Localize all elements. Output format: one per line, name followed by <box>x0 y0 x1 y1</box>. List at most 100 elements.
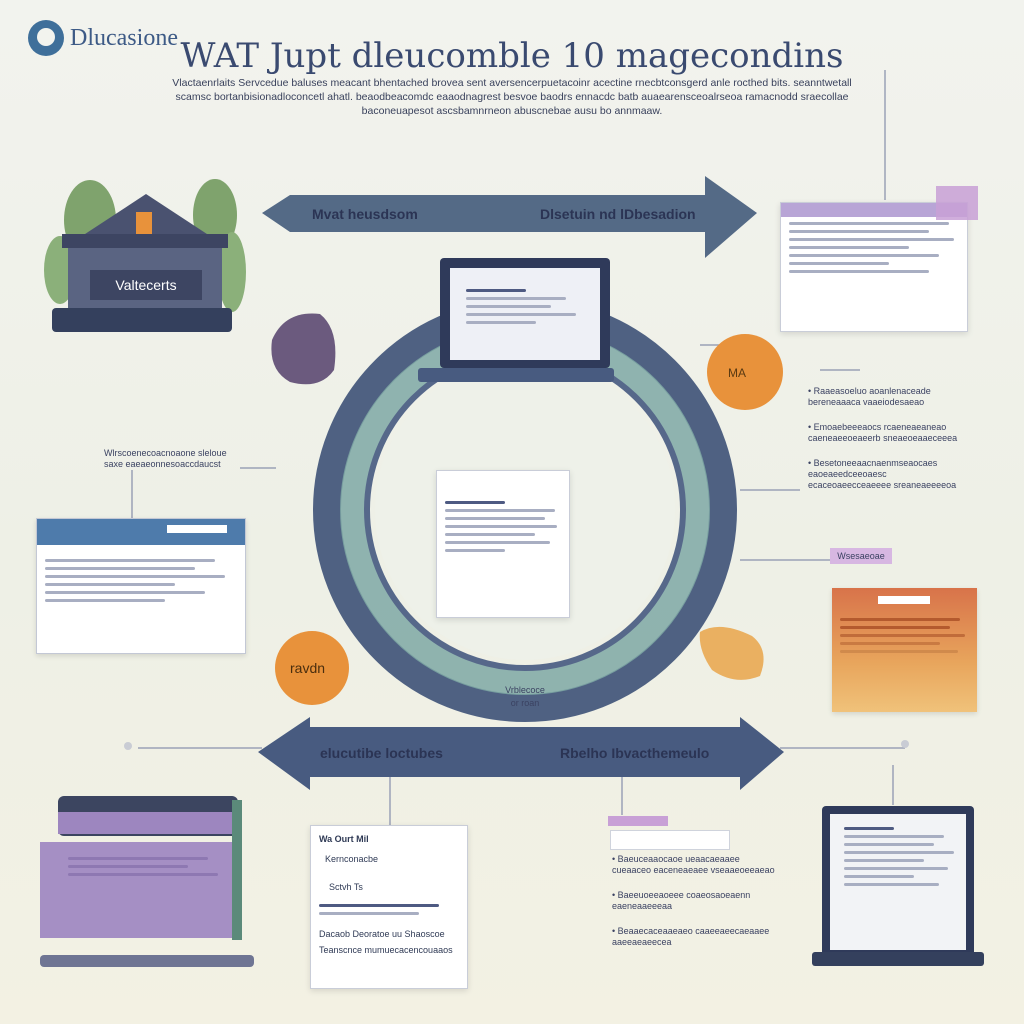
card-line <box>45 559 215 562</box>
laptop-top-screen <box>458 284 590 329</box>
doc-line <box>445 525 557 528</box>
doc-line <box>789 222 949 225</box>
left-note-line-2: saxe eaeaeonnesoaccdaucst <box>104 459 221 469</box>
screen-line <box>844 867 948 870</box>
bc-header: Wa Ourt Mil <box>319 834 369 844</box>
screen-line <box>844 851 954 854</box>
br-note-1: Baeuceaaocaoe ueaacaeaaee cueaaceo eacen… <box>612 854 780 876</box>
bottom-arrow-right-label: Rbelho Ibvacthemeulo <box>560 745 710 761</box>
screen-line <box>466 305 551 308</box>
folder-line <box>68 857 208 860</box>
card-line <box>840 642 940 645</box>
left-note-line-1: Wlrscoenecoacnoaone sleloue <box>104 448 227 458</box>
ring-caption-2: or roan <box>510 698 540 708</box>
card-line <box>840 626 950 629</box>
doc-line <box>445 549 505 552</box>
bc-foot-1: Dacaob Deoratoe uu Shaoscoe <box>319 929 445 939</box>
purple-blob <box>271 313 336 385</box>
doc-line <box>789 262 889 265</box>
right-note-2: Emoaebeeeaocs rcaeneaeaneao caeneaeeoeae… <box>808 422 958 444</box>
bottom-right-notes: Baeuceaaocaoe ueaacaeaaee cueaaceo eacen… <box>612 854 780 948</box>
br-note-2: Baeeuoeeaoeee coaeosaoeaenn eaeneaaeeeaa <box>612 890 780 912</box>
doc-header <box>781 203 967 217</box>
right-note-3: Besetoneeaacnaenmseaocaes eaoeaeedceeoae… <box>808 458 958 491</box>
ring-caption-1: Vrblecoce <box>505 685 545 695</box>
doc-line <box>789 246 909 249</box>
logo-text: Dlucasione <box>70 24 178 51</box>
orange-circle-top <box>707 334 783 410</box>
purple-tag: Wsesaeoae <box>830 548 892 564</box>
top-arrow-right-label: Dlsetuin nd lDbesadion <box>540 206 696 222</box>
house-label: Valtecerts <box>115 277 177 293</box>
top-right-document <box>780 202 968 332</box>
center-document <box>436 470 570 618</box>
folder-stack-lines <box>60 852 220 881</box>
doc-line <box>445 501 505 504</box>
doc-line <box>789 230 929 233</box>
bottom-arrow-left-label: elucutibe loctubes <box>320 745 443 761</box>
screen-line <box>844 859 924 862</box>
doc-line <box>789 238 954 241</box>
card-line <box>45 591 205 594</box>
card-header-pill <box>167 525 227 533</box>
screen-line <box>466 313 576 316</box>
doc-line <box>445 509 555 512</box>
logo: Dlucasione <box>28 20 178 56</box>
br-note-3: Beaaecaceaaeaeo caaeeaeecaeaaee aaeeaeae… <box>612 926 780 948</box>
screen-line <box>844 883 939 886</box>
orange-circle-left <box>275 631 349 705</box>
bottom-right-mini-card <box>610 830 730 850</box>
doc-line <box>445 541 550 544</box>
card-line <box>840 618 960 621</box>
left-blue-card <box>36 518 246 654</box>
logo-mark-icon <box>28 20 64 56</box>
orange-top-label: MA <box>728 366 746 380</box>
doc-line <box>445 533 535 536</box>
card-line <box>319 912 419 915</box>
folder-line <box>68 873 218 876</box>
doc-line <box>789 254 939 257</box>
card-line <box>840 650 958 653</box>
orange-card <box>832 588 977 712</box>
orange-shape <box>699 626 764 680</box>
card-line <box>840 634 965 637</box>
screen-line <box>466 321 536 324</box>
house-label-box: Valtecerts <box>90 270 202 300</box>
orange-left-label: ravdn <box>290 660 326 676</box>
card-line <box>45 583 175 586</box>
folder-stack <box>40 796 254 967</box>
orange-card-pill <box>878 596 930 604</box>
connector-lines <box>131 70 905 825</box>
bc-foot-2: Teanscnce mumuecacencouaaos <box>319 945 453 955</box>
purple-sticky <box>936 186 978 220</box>
bc-row: Sctvh Ts <box>329 882 363 892</box>
pink-tag <box>608 816 668 826</box>
top-arrow <box>262 176 757 258</box>
screen-line <box>466 297 566 300</box>
bottom-center-card: Wa Ourt Mil Kernconacbe Sctvh Ts Dacaob … <box>310 825 468 989</box>
card-line <box>45 575 225 578</box>
laptop-bottom-screen <box>836 822 960 891</box>
page-title: WAT Jupt dleucomble 10 magecondins <box>180 36 844 76</box>
connector-dot <box>901 740 909 748</box>
screen-line <box>844 827 894 830</box>
card-line <box>45 599 165 602</box>
screen-line <box>844 835 944 838</box>
bottom-arrow <box>258 717 784 790</box>
screen-line <box>844 843 934 846</box>
screen-line <box>466 289 526 292</box>
house-icon <box>44 179 246 332</box>
doc-line <box>445 517 545 520</box>
right-notes: Raaeasoeluo aoanlenaceade bereneaaaca va… <box>808 386 958 491</box>
connector-dot <box>124 742 132 750</box>
top-arrow-left-label: Mvat heusdsom <box>312 206 418 222</box>
doc-line <box>789 270 929 273</box>
left-note: Wlrscoenecoacnoaone sleloue saxe eaeaeon… <box>104 448 244 470</box>
bc-sub: Kernconacbe <box>325 854 379 864</box>
screen-line <box>844 875 914 878</box>
folder-line <box>68 865 188 868</box>
right-note-1: Raaeasoeluo aoanlenaceade bereneaaaca va… <box>808 386 958 408</box>
page-subtitle: Vlactaenrlaits Servcedue baluses meacant… <box>172 77 852 117</box>
card-line <box>45 567 195 570</box>
card-line <box>319 904 439 907</box>
